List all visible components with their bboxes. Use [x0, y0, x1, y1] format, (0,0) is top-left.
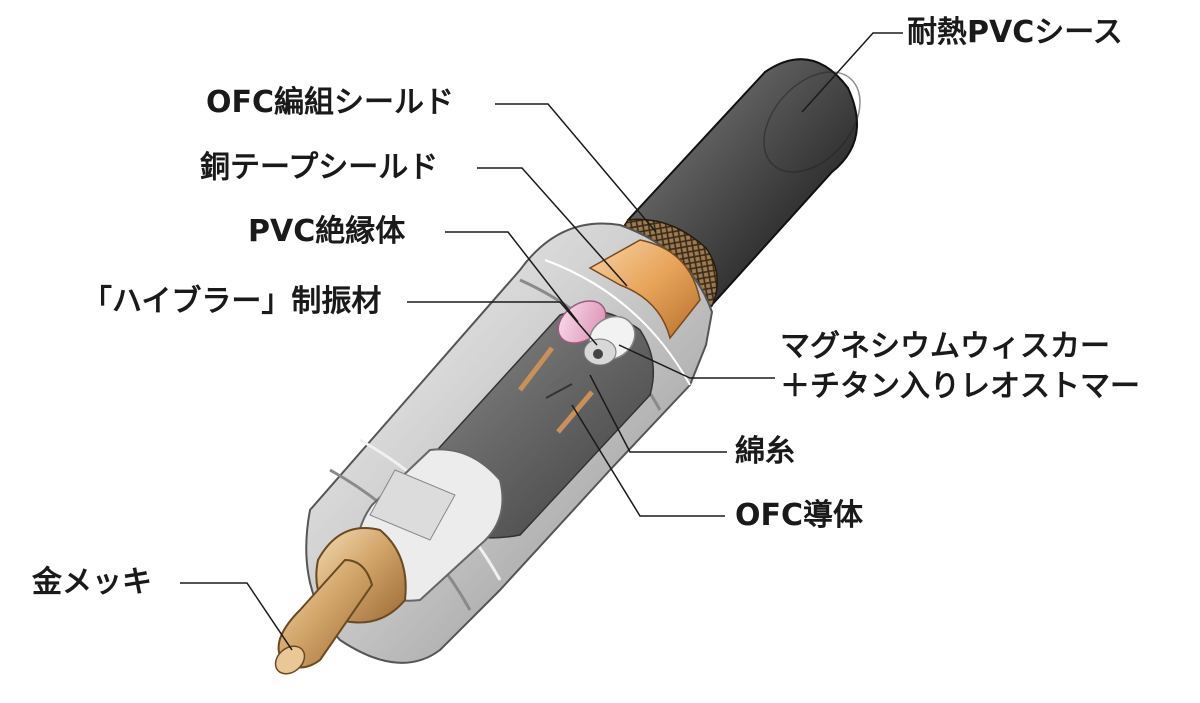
conductor-wires-shape	[518, 346, 603, 434]
leader-gold-plating	[180, 582, 293, 651]
leader-hibrar	[407, 301, 598, 346]
label-whisker-line-1: マグネシウムウィスカー	[780, 329, 1110, 364]
label-gold-plating: 金メッキ	[32, 565, 152, 600]
leader-pvc-insulator	[445, 231, 579, 323]
label-whisker-line-2: ＋チタン入りレオストマー	[780, 369, 1140, 404]
leader-ofc-braid	[495, 103, 657, 233]
leader-lines	[180, 32, 903, 651]
label-hibrar: 「ハイブラー」制振材	[82, 284, 382, 319]
label-pvc-sheath: 耐熱PVCシース	[907, 15, 1123, 50]
label-copper-tape: 銅テープシールド	[200, 150, 439, 185]
leader-pvc-sheath	[801, 32, 903, 113]
leader-cotton	[589, 374, 727, 453]
gold-pin-shape	[274, 527, 407, 675]
copper-tape-shape	[588, 239, 701, 340]
hibrar-damper-shape	[583, 315, 636, 366]
label-ofc-conductor: OFC導体	[735, 498, 864, 533]
label-cotton: 綿糸	[735, 434, 795, 469]
label-ofc-braid: OFC編組シールド	[206, 85, 455, 120]
leader-copper-tape	[477, 167, 628, 287]
label-pvc-insulator: PVC絶縁体	[248, 214, 406, 249]
leader-whisker	[618, 344, 775, 379]
leader-ofc-conductor	[571, 404, 725, 517]
